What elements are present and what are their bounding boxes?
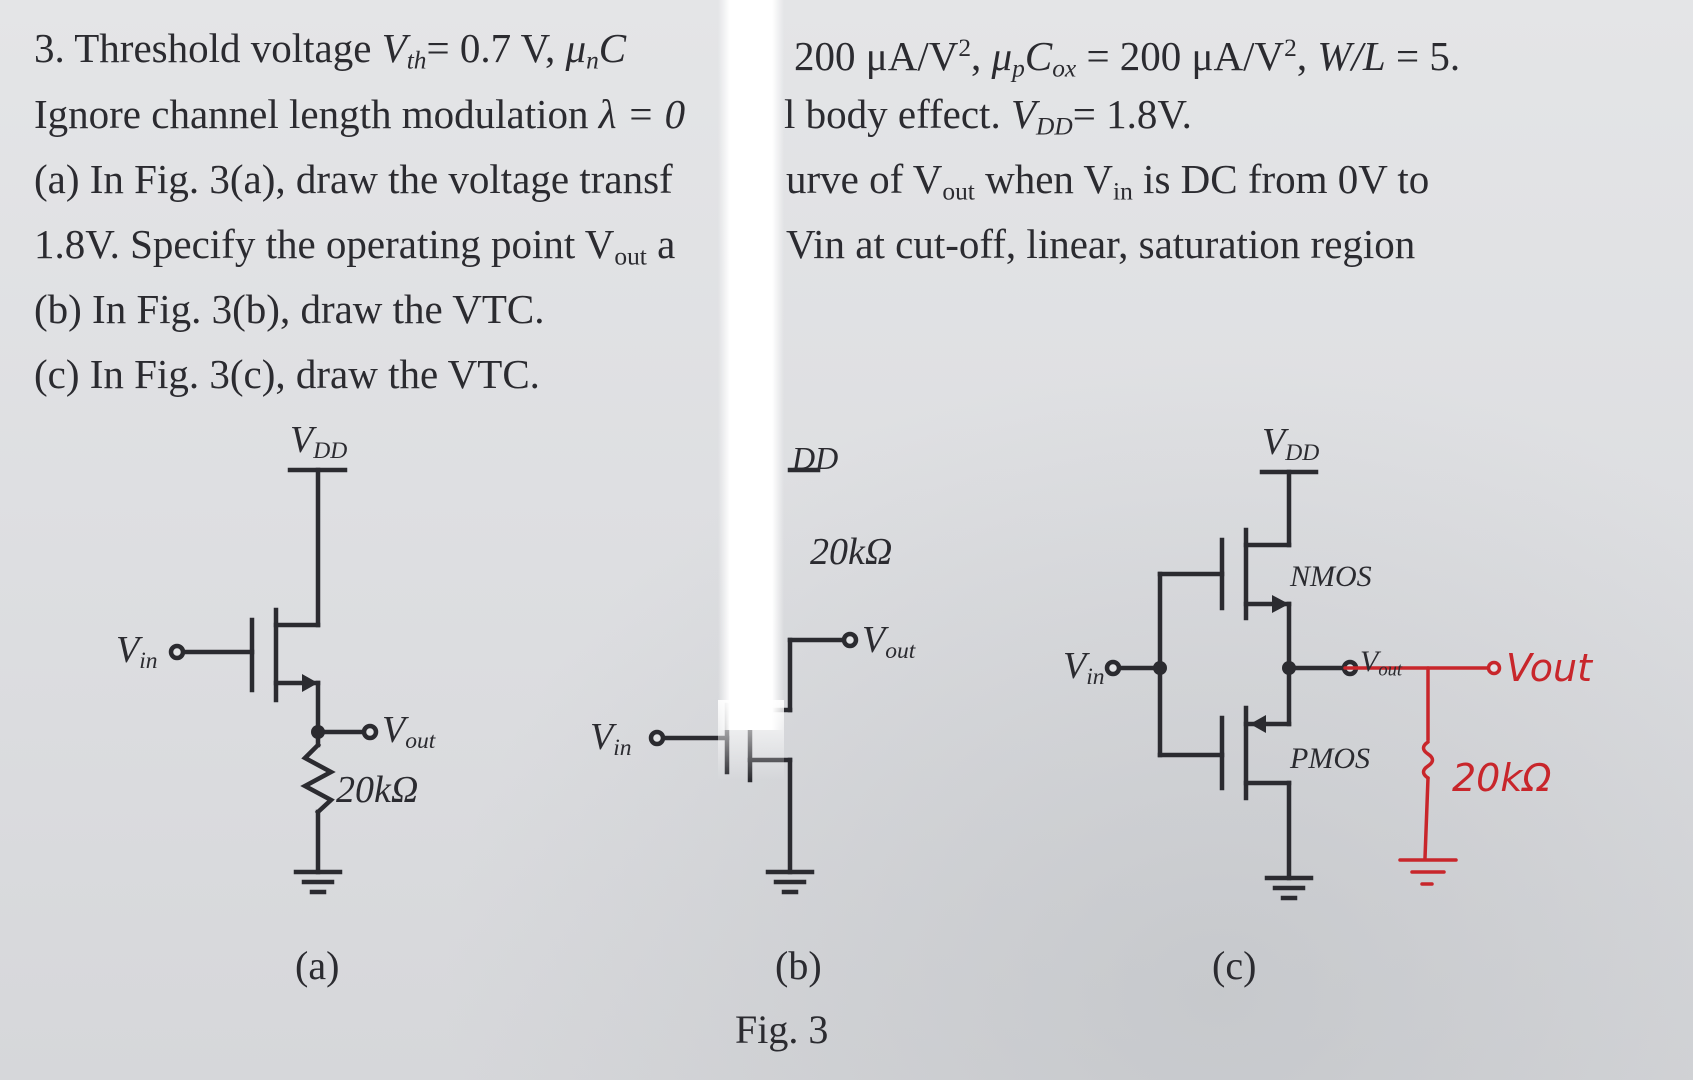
handwritten-ink <box>1343 660 1502 886</box>
fig-c-vout-label: Vout <box>1360 645 1403 681</box>
fig-c-pmos-arrow <box>1250 715 1266 733</box>
fig-a-vdd-label: VDD <box>290 419 348 464</box>
problem-line-3: (a) In Fig. 3(a), draw the voltage trans… <box>34 156 1430 206</box>
fig-c-pmos-label: PMOS <box>1290 742 1370 775</box>
fig-a-output-node <box>311 725 325 739</box>
fig-b-vin-terminal <box>648 729 666 747</box>
fig-a-resistor-label: 20kΩ <box>336 769 419 811</box>
fig-c-nmos-label: NMOS <box>1290 560 1372 593</box>
problem-line-1: 3. Threshold voltage Vth= 0.7 V, μnC 200… <box>34 25 1461 83</box>
fig-c-nmos-arrow <box>1272 595 1289 613</box>
fig-b-vout-label: Vout <box>862 619 916 664</box>
figure-caption: Fig. 3 <box>735 1007 829 1052</box>
fig-b-vdd-label-partial: DD <box>792 440 839 476</box>
fig-b-resistor-label: 20kΩ <box>810 531 893 573</box>
fig-a-vout-label: Vout <box>382 709 436 754</box>
fig-a-vin-label: Vin <box>116 629 158 674</box>
fig-a-vin-terminal <box>168 643 186 661</box>
fig-b-caption: (b) <box>775 943 822 988</box>
fig-c-circuit <box>1115 469 1348 901</box>
fig-b-vout-terminal <box>841 631 859 649</box>
fig-a-circuit <box>179 467 368 895</box>
fig-a-vout-terminal <box>361 723 379 741</box>
fig-c-output-node <box>1282 661 1296 675</box>
fig-c-caption: (c) <box>1212 943 1257 988</box>
handwritten-resistor <box>1421 740 1435 780</box>
problem-part-b: (b) In Fig. 3(b), draw the VTC. <box>34 286 545 332</box>
photo-glare <box>718 0 784 730</box>
problem-line-4: 1.8V. Specify the operating point Vout a… <box>34 221 1416 271</box>
fig-c-vin-label: Vin <box>1063 645 1105 690</box>
fig-b-vin-label: Vin <box>590 716 632 761</box>
fig-c-input-node <box>1153 661 1167 675</box>
problem-line-2: Ignore channel length modulation λ = 0 l… <box>34 91 1192 141</box>
photo-glare-fade <box>718 700 784 780</box>
fig-c-vdd-label: VDD <box>1262 421 1320 466</box>
handwritten-resistor-label: 20kΩ <box>1452 756 1552 800</box>
fig-c-vin-terminal <box>1104 659 1122 677</box>
fig-a-caption: (a) <box>295 943 340 988</box>
handwritten-vout-label: Vout <box>1506 646 1593 690</box>
fig-a-source-arrow <box>302 674 318 692</box>
fig-a-resistor <box>300 741 336 816</box>
problem-part-c: (c) In Fig. 3(c), draw the VTC. <box>34 351 540 397</box>
